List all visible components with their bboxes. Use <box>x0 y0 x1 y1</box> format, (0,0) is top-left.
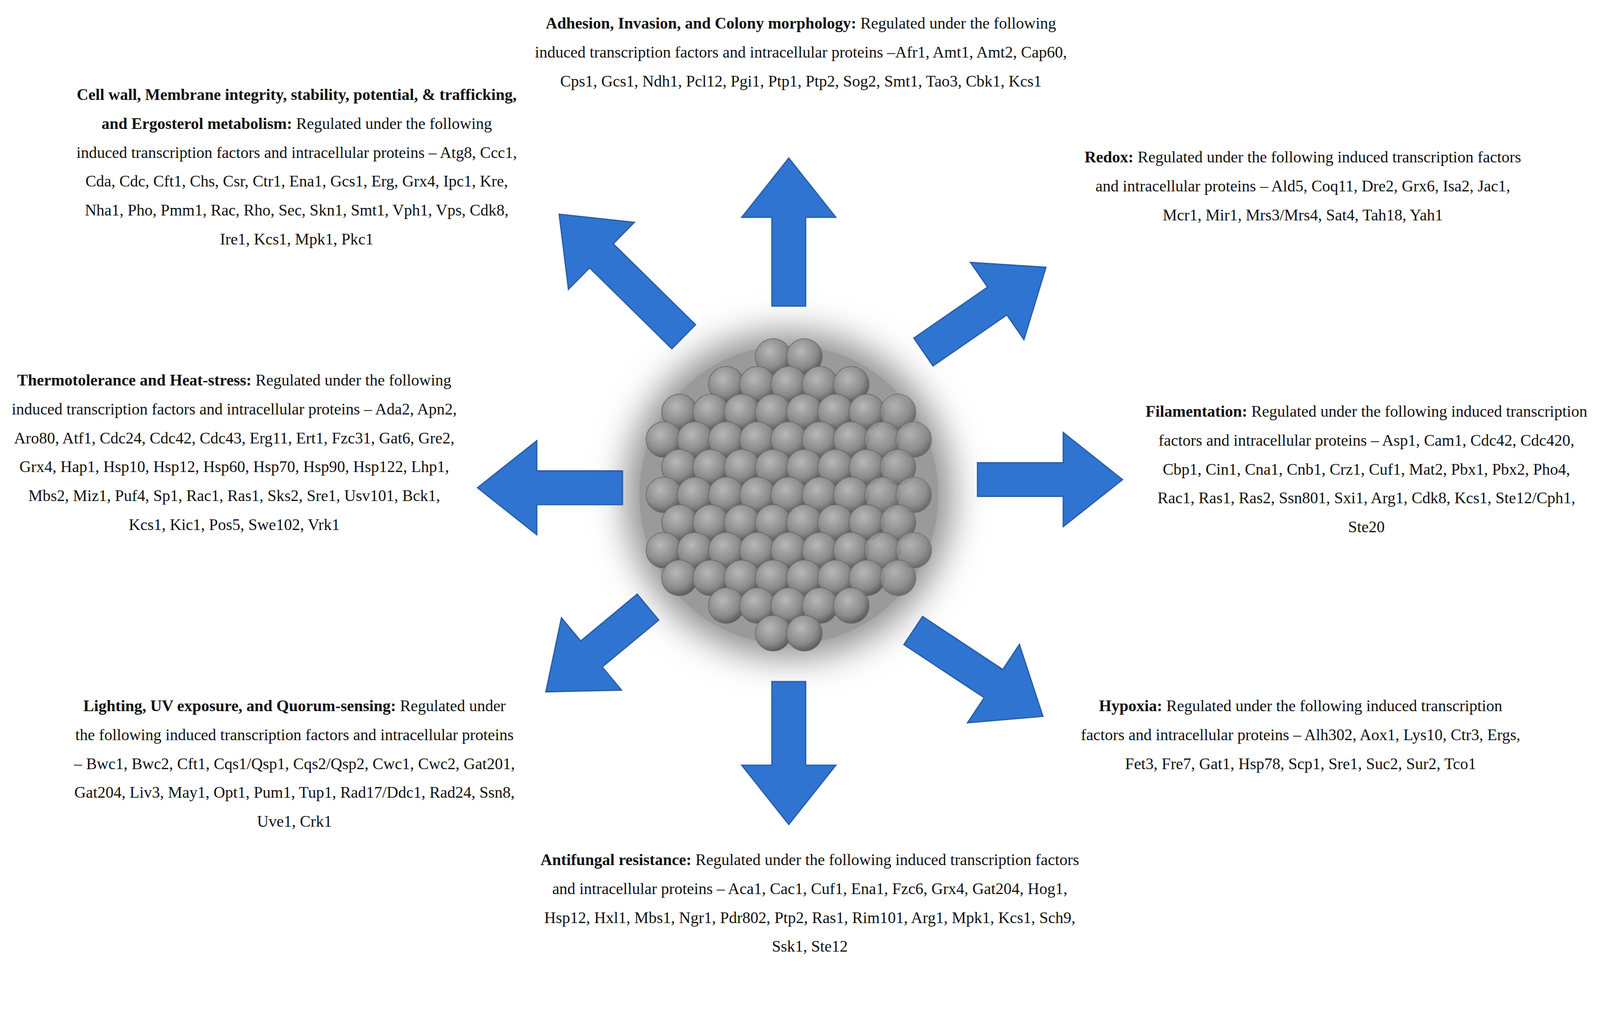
colony-body <box>639 345 939 645</box>
text-paragraph: Adhesion, Invasion, and Colony morpholog… <box>526 8 1076 96</box>
text-paragraph: Lighting, UV exposure, and Quorum-sensin… <box>73 691 516 837</box>
text-block: Hypoxia:Regulated under the following in… <box>1079 691 1522 779</box>
block-body: Regulated under the following induced tr… <box>1157 402 1588 536</box>
cell-sphere <box>755 615 792 651</box>
block-arrow <box>741 158 837 307</box>
block-heading: Thermotolerance and Heat-stress: <box>16 371 252 390</box>
block-arrow <box>913 262 1046 366</box>
text-paragraph: Antifungal resistance:Regulated under th… <box>535 845 1085 962</box>
text-block: Filamentation:Regulated under the follow… <box>1142 397 1591 542</box>
block-arrow <box>903 616 1043 723</box>
text-paragraph: Thermotolerance and Heat-stress:Regulate… <box>8 365 460 540</box>
block-body: Regulated under the following induced tr… <box>11 371 457 534</box>
text-paragraph: Filamentation:Regulated under the follow… <box>1142 397 1591 542</box>
cell-sphere <box>661 559 698 596</box>
block-body: Regulated under the following induced tr… <box>1095 148 1522 224</box>
colony-cells <box>646 338 932 651</box>
cell-sphere <box>880 559 917 596</box>
text-block: Lighting, UV exposure, and Quorum-sensin… <box>73 691 516 837</box>
text-paragraph: Cell wall, Membrane integrity, stability… <box>75 80 518 254</box>
block-heading: Hypoxia: <box>1098 696 1163 715</box>
block-heading: Filamentation: <box>1145 402 1248 421</box>
block-heading: Lighting, UV exposure, and Quorum-sensin… <box>83 696 397 715</box>
text-block: Antifungal resistance:Regulated under th… <box>535 845 1085 962</box>
block-heading: Antifungal resistance: <box>540 850 692 869</box>
block-heading: Adhesion, Invasion, and Colony morpholog… <box>545 14 857 33</box>
text-block: Redox:Regulated under the following indu… <box>1079 142 1526 230</box>
cell-sphere <box>833 587 870 624</box>
cell-sphere <box>786 615 823 651</box>
block-arrow <box>477 440 623 535</box>
text-paragraph: Hypoxia:Regulated under the following in… <box>1079 691 1522 779</box>
block-arrow <box>546 594 660 693</box>
block-heading: Redox: <box>1084 148 1134 166</box>
block-arrow <box>559 214 696 349</box>
block-arrow <box>741 681 837 825</box>
block-body: Regulated under the following induced tr… <box>76 114 518 249</box>
cell-sphere <box>708 587 745 624</box>
text-block: Thermotolerance and Heat-stress:Regulate… <box>8 365 460 540</box>
block-body: Regulated under the following induced tr… <box>74 696 515 831</box>
text-block: Adhesion, Invasion, and Colony morpholog… <box>526 8 1076 96</box>
text-block: Cell wall, Membrane integrity, stability… <box>75 80 518 254</box>
block-arrow <box>977 432 1123 527</box>
text-paragraph: Redox:Regulated under the following indu… <box>1079 142 1526 230</box>
colony-halo <box>625 331 952 658</box>
